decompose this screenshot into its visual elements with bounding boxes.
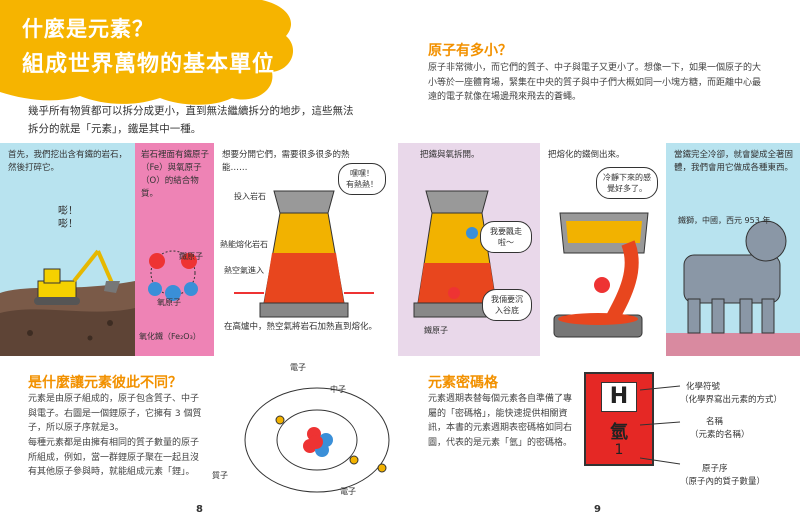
tile-name: 氫 [610,422,628,443]
oxygen-atom-label: 氧原子 [157,298,181,307]
panel4-bubble-oxygen: 我要飄走啦～ [480,221,532,253]
panel3-speech-bubble: 嘿嘿！ 有熱熱！ [338,163,386,195]
panel5-speech-bubble: 冷靜下來的感覺好多了。 [596,167,658,199]
iron-lion-label: 鐵獅，中國，西元 953 年 [678,216,771,225]
difference-text-2: 每種元素都是由擁有相同的質子數量的原子所組成，例如，當一群鋰原子聚在一起且沒有其… [28,438,200,477]
hydrogen-element-tile: H 氫 1 [584,372,654,466]
panel4-bubble-iron: 我倆要沉入谷底 [482,289,532,321]
iron-atom-label: 鐵原子 [179,252,203,261]
panel6-caption: 當鐵完全冷卻，就會變成全著固體，我們會用它做成各種東西。 [674,150,794,173]
panel4-iron-atom-label: 鐵原子 [424,326,448,335]
atom-size-text: 原子非常微小，而它們的質子、中子與電子又更小了。想像一下，如果一個原子的大小等於… [428,63,762,102]
intro-paragraph: 幾乎所有物質都可以拆分成更小，直到無法繼續拆分的地步，這些無法拆分的就是「元素」… [28,105,354,135]
element-code-text: 元素週期表替每個元素各自準備了專屬的「密碼格」，能快速提供相關資訊，本書的元素週… [428,394,573,448]
number-title-label: 原子序 [702,464,728,474]
tile-number: 1 [614,442,624,458]
iron-lion-statue [666,220,800,356]
input-rock-label: 投入岩石 [234,192,266,201]
title-blob-shape [0,0,294,105]
tile-pointer-lines [640,385,681,465]
iron-oxide-label: 氧化鐵（Fe₂O₃） [139,332,201,341]
neutron-label: 中子 [330,385,346,394]
page-subtitle: 組成世界萬物的基本單位 [22,52,276,77]
hot-air-label: 熱空氣進入 [224,266,264,275]
mining-scene [0,249,135,356]
comic-strip: 首先，我們挖出含有鐵的岩石，然後打碎它。 嘭！ 嘭！ 岩石裡面有鐵原子（Fe）與… [0,143,800,356]
electron-label-bottom: 電子 [340,487,356,496]
molten-iron-pour [553,212,649,338]
heat-melts-rock-label: 熱能熔化岩石 [220,240,268,249]
panel1-sfx: 嘭！ 嘭！ [58,206,78,230]
difference-heading: 是什麼讓元素彼此不同？ [28,375,182,391]
panel1-caption: 首先，我們挖出含有鐵的岩石，然後打碎它。 [8,150,128,173]
tile-symbol: H [601,382,637,412]
panel2-caption: 岩石裡面有鐵原子（Fe）與氧原子（O）的結合物質。 [141,150,210,199]
electron-label-top: 電子 [290,363,306,372]
name-title-label: 名稱 [706,417,724,427]
page-number-right: 9 [594,504,601,515]
comic-panel-pour: 把熔化的鐵倒出來。 冷靜下來的感覺好多了。 [540,143,666,356]
comic-panel-separate: 把鐵與氧拆開。 我要飄走啦～ 我倆要沉入谷底 鐵原子 [398,143,540,356]
atom-size-heading: 原子有多小？ [428,43,512,59]
panel3-bottom-caption: 在高爐中，熱空氣將岩石加熱直到熔化。 [224,322,378,332]
symbol-title-label: 化學符號 [686,382,721,392]
lithium-atom-diagram [244,387,390,493]
panel5-caption: 把熔化的鐵倒出來。 [548,150,625,160]
iron-oxide-diagram [148,250,198,301]
panel4-caption: 把鐵與氧拆開。 [420,150,480,160]
element-code-heading: 元素密碼格 [428,375,498,391]
comic-panel-product: 當鐵完全冷卻，就會變成全著固體，我們會用它做成各種東西。 鐵獅，中國，西元 95… [666,143,800,356]
comic-panel-compound: 岩石裡面有鐵原子（Fe）與氧原子（O）的結合物質。 鐵原子 氧原子 氧化鐵（Fe… [135,143,214,356]
difference-text-1: 元素是由原子組成的，原子包含質子、中子與電子。右圖是一個鋰原子，它擁有 3 個質… [28,394,202,433]
number-desc-label: （原子內的質子數量） [680,477,766,487]
blast-furnace [234,190,374,318]
name-desc-label: （元素的名稱） [690,430,750,440]
panel3-caption: 想要分開它們，需要很多很多的熱能…… [222,150,350,173]
page-number-left: 8 [196,504,203,515]
proton-label: 質子 [212,471,228,480]
page-title: 什麼是元素？ [22,17,154,41]
comic-panel-mining: 首先，我們挖出含有鐵的岩石，然後打碎它。 嘭！ 嘭！ [0,143,135,356]
symbol-desc-label: （化學界寫出元素的方式） [680,395,783,405]
furnace-separation [413,190,501,318]
comic-panel-furnace: 想要分開它們，需要很多很多的熱能…… 嘿嘿！ 有熱熱！ 投入岩石 熱能熔化岩石 … [214,143,398,356]
